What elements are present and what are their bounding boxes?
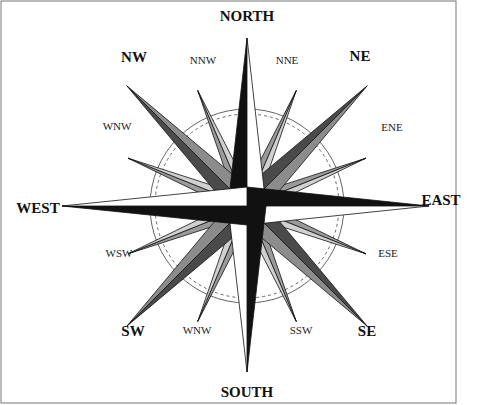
- cardinal-label: WEST: [16, 201, 59, 216]
- direction-label: ESE: [378, 248, 398, 259]
- cardinal-point: [228, 38, 247, 206]
- direction-label: SSW: [290, 325, 313, 336]
- frame: [1, 1, 456, 403]
- cardinal-point: [247, 206, 429, 225]
- direction-label: WNW: [183, 325, 212, 336]
- cardinal-point: [62, 206, 247, 225]
- cardinal-label: NE: [350, 49, 371, 64]
- cardinal-label: NORTH: [220, 9, 274, 24]
- cardinal-point: [228, 206, 247, 372]
- direction-label: NNW: [190, 55, 216, 66]
- cardinal-label: SE: [358, 324, 376, 339]
- direction-label: WSW: [106, 248, 133, 259]
- cardinal-point: [247, 206, 266, 372]
- direction-label: ENE: [381, 122, 402, 133]
- cardinal-label: NW: [121, 50, 147, 65]
- cardinal-point: [62, 187, 247, 206]
- cardinal-point: [247, 38, 266, 206]
- compass-star: [62, 38, 429, 372]
- cardinal-label: SW: [121, 324, 144, 339]
- direction-label: WNW: [103, 121, 132, 132]
- cardinal-label: EAST: [421, 193, 460, 208]
- cardinal-label: SOUTH: [221, 385, 274, 400]
- cardinal-point: [247, 187, 429, 206]
- direction-label: NNE: [276, 55, 299, 66]
